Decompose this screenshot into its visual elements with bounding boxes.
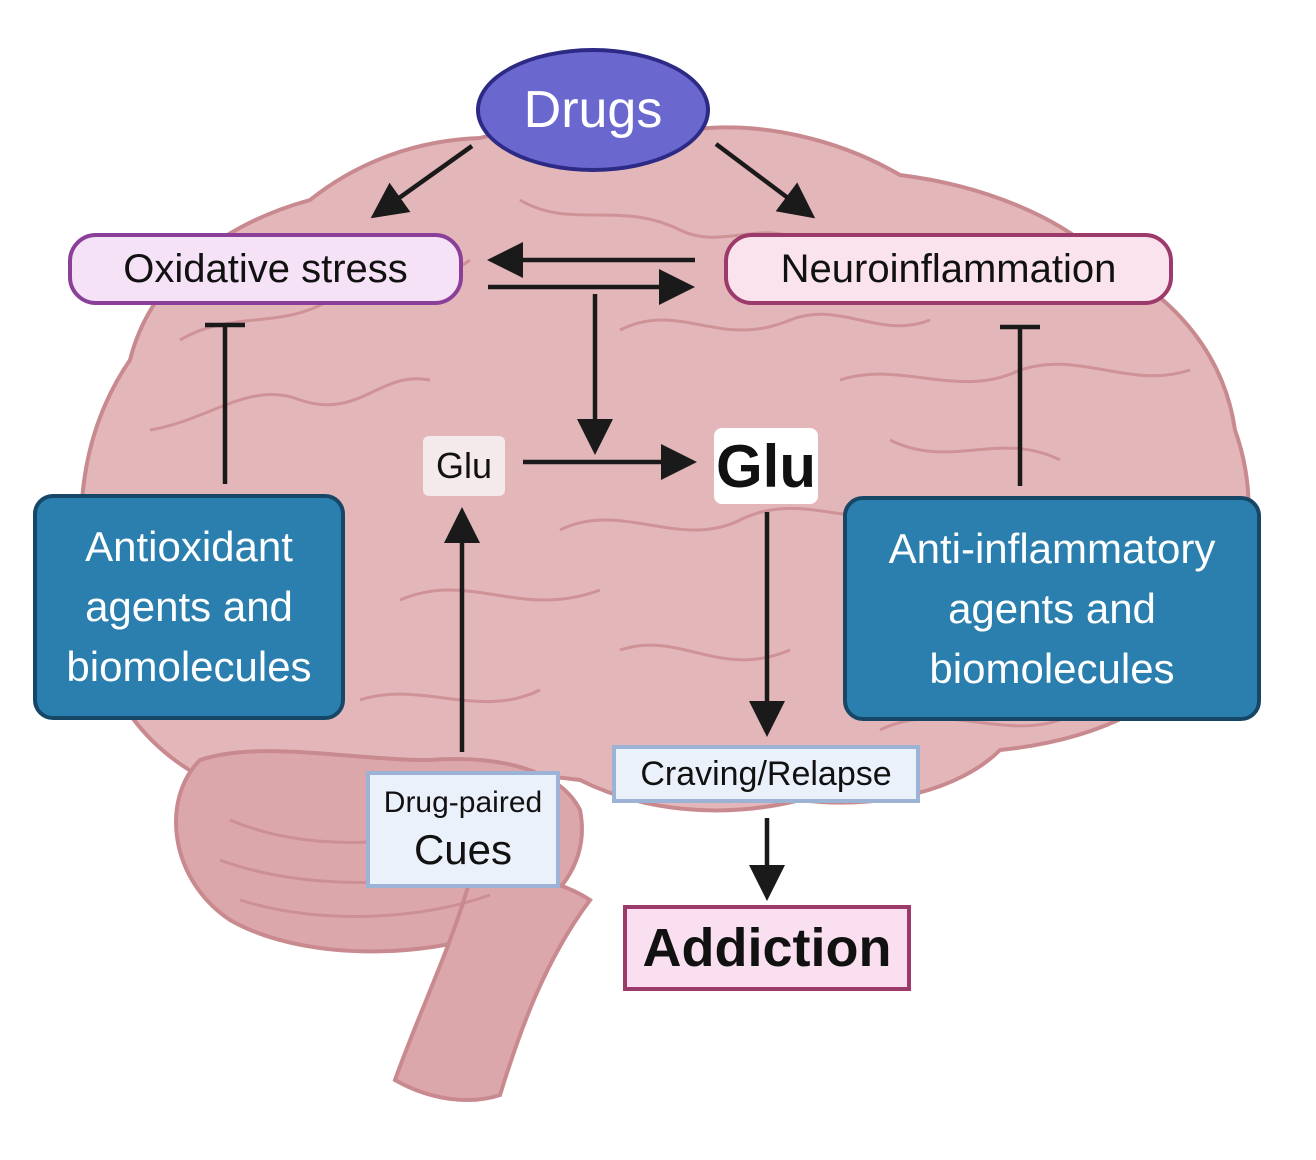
anti-inflammatory-line-2: agents and bbox=[948, 584, 1156, 632]
glu-small-label: Glu bbox=[435, 445, 493, 486]
antioxidant-agents-node: Antioxidant agents and biomolecules bbox=[33, 494, 345, 720]
anti-inflammatory-line-3: biomolecules bbox=[929, 644, 1175, 692]
craving-relapse-label: Craving/Relapse bbox=[640, 754, 892, 793]
anti-inflammatory-line-1: Anti-inflammatory bbox=[888, 524, 1216, 572]
neuroinflammation-label: Neuroinflammation bbox=[780, 246, 1117, 291]
cues-line-1: Drug-paired bbox=[383, 785, 543, 819]
neuroinflammation-node: Neuroinflammation bbox=[724, 233, 1173, 305]
arrow-drugs-to-neuroinflammation bbox=[714, 142, 816, 219]
brain-stem bbox=[392, 874, 593, 1102]
antioxidant-line-2: agents and bbox=[85, 583, 293, 630]
antioxidant-line-1: Antioxidant bbox=[85, 523, 293, 570]
glu-small-node: Glu bbox=[423, 436, 505, 496]
oxidative-stress-label: Oxidative stress bbox=[123, 246, 408, 291]
drugs-label: Drugs bbox=[523, 81, 663, 139]
glu-large-node: Glu bbox=[714, 428, 818, 504]
craving-relapse-node: Craving/Relapse bbox=[612, 745, 920, 803]
addiction-label: Addiction bbox=[642, 918, 892, 978]
antioxidant-line-3: biomolecules bbox=[66, 643, 312, 690]
cues-line-2: Cues bbox=[413, 825, 513, 873]
drugs-node: Drugs bbox=[476, 48, 710, 172]
addiction-node: Addiction bbox=[623, 905, 911, 991]
drug-paired-cues-node: Drug-paired Cues bbox=[366, 771, 560, 888]
arrow-drugs-to-oxidative bbox=[370, 144, 474, 219]
anti-inflammatory-agents-node: Anti-inflammatory agents and biomolecule… bbox=[843, 496, 1261, 721]
oxidative-stress-node: Oxidative stress bbox=[68, 233, 463, 305]
glu-large-label: Glu bbox=[716, 432, 816, 500]
